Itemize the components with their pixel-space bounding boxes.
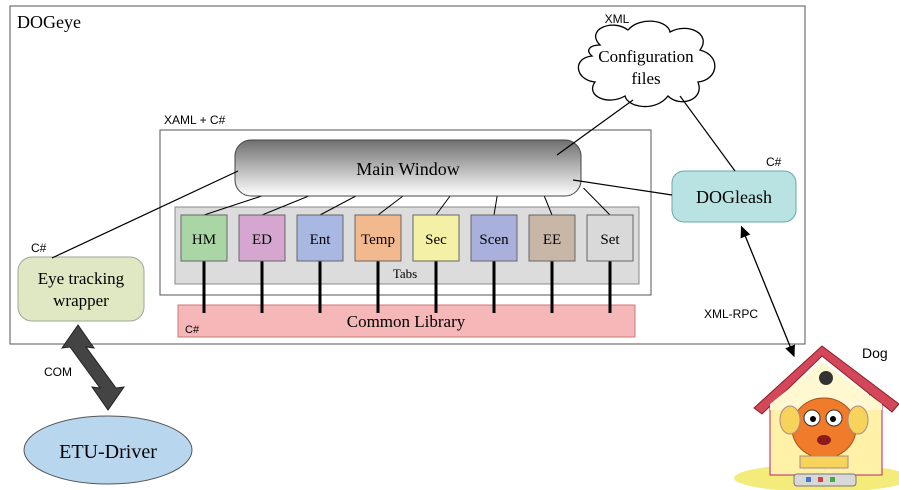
com-double-arrow bbox=[60, 324, 126, 411]
tab-scen-label: Scen bbox=[479, 232, 509, 248]
common-library-tech: C# bbox=[185, 324, 200, 336]
dog-label: Dog bbox=[862, 345, 888, 361]
tab-set-label: Set bbox=[600, 232, 620, 248]
tab-temp-label: Temp bbox=[361, 232, 395, 248]
xml-rpc-arrow bbox=[740, 225, 795, 358]
tab-library-connectors bbox=[202, 261, 612, 313]
dogleash-label: DOGleash bbox=[696, 187, 772, 207]
tab-ed bbox=[238, 214, 286, 262]
dog-house-illustration bbox=[734, 345, 899, 490]
tab-ee-label: EE bbox=[543, 232, 561, 248]
tab-ee bbox=[528, 214, 576, 262]
main-window bbox=[234, 139, 582, 197]
eye-tracking-label-line2: wrapper bbox=[53, 291, 109, 310]
connector-main-to-set bbox=[583, 187, 611, 216]
eye-tracking-label-line1: Eye tracking bbox=[38, 269, 125, 288]
tab-ent bbox=[296, 214, 344, 262]
etu-driver-label: ETU-Driver bbox=[59, 441, 157, 463]
gui-tech-label: XAML + C# bbox=[164, 113, 226, 127]
tabs-caption: Tabs bbox=[393, 266, 417, 281]
tab-ent-label: Ent bbox=[310, 232, 332, 248]
eye-tracking-box bbox=[17, 256, 145, 322]
config-label-line1: Configuration bbox=[598, 47, 694, 66]
tabs-group: HM ED Ent Temp Sec Scen EE Set bbox=[180, 214, 634, 262]
etu-driver-ellipse bbox=[23, 415, 193, 485]
dogeye-title: DOGeye bbox=[17, 12, 81, 32]
config-cloud bbox=[577, 20, 716, 108]
tab-scen bbox=[470, 214, 518, 262]
system-connectors bbox=[51, 95, 736, 259]
main-window-label: Main Window bbox=[356, 159, 459, 179]
common-library bbox=[177, 304, 636, 338]
config-format-label: XML bbox=[605, 12, 630, 26]
tab-ed-label: ED bbox=[252, 232, 272, 248]
tab-sec-label: Sec bbox=[425, 232, 447, 248]
tab-temp bbox=[354, 214, 402, 262]
dogleash-box bbox=[671, 170, 797, 223]
dogleash-tech: C# bbox=[766, 155, 782, 169]
eye-tracking-tech: C# bbox=[31, 241, 47, 255]
common-library-label: Common Library bbox=[347, 312, 466, 331]
tab-set bbox=[586, 214, 634, 262]
config-label-line2: files bbox=[631, 69, 660, 88]
com-label: COM bbox=[44, 365, 72, 379]
tab-hm bbox=[180, 214, 228, 262]
tab-hm-label: HM bbox=[192, 232, 216, 248]
xml-rpc-label: XML-RPC bbox=[704, 307, 758, 321]
tab-sec bbox=[412, 214, 460, 262]
